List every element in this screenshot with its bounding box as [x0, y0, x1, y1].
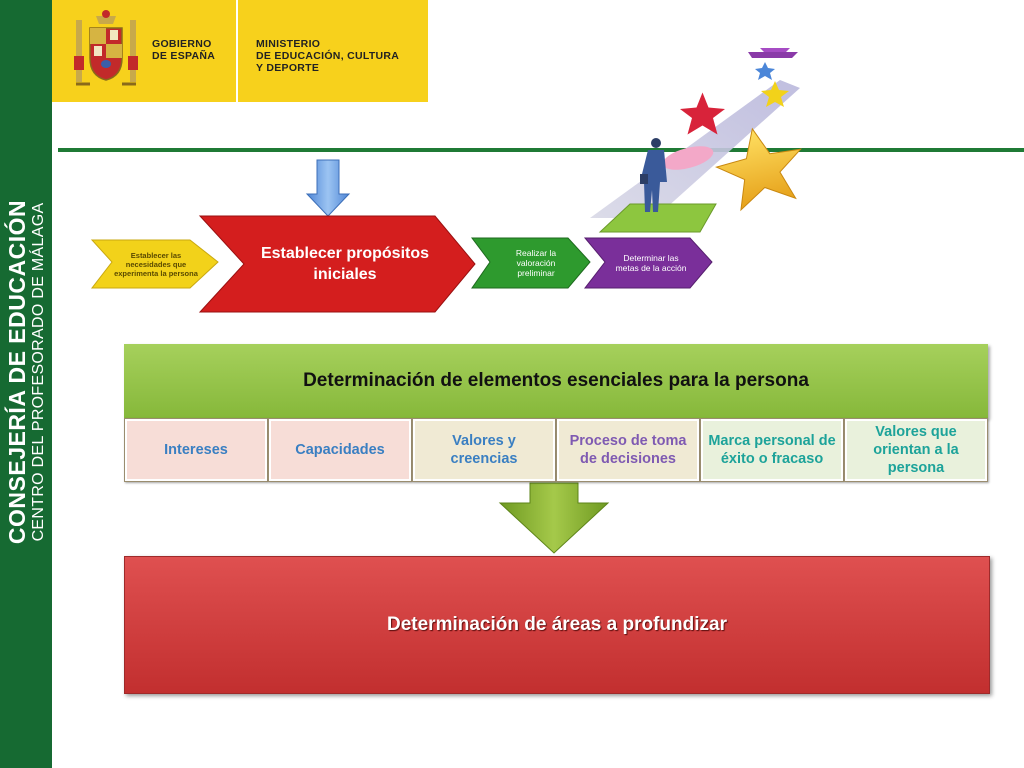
- step-chevron: [583, 237, 713, 289]
- coat-of-arms-icon: [74, 10, 138, 86]
- header-divider: [58, 148, 1024, 152]
- down-arrow-icon: [305, 159, 351, 217]
- element-cell: Valores y creencias: [412, 418, 556, 482]
- star-icon: [761, 81, 789, 107]
- down-arrow-icon: [498, 482, 610, 554]
- result-box: Determinación de áreas a profundizar: [124, 556, 990, 694]
- star-icon: [755, 62, 775, 80]
- tile-icon: [662, 146, 714, 170]
- star-icon: [715, 127, 802, 212]
- step-label-1: Establecer las necesidades que experimen…: [114, 250, 198, 278]
- essential-elements-header: Determinación de elementos esenciales pa…: [124, 344, 988, 418]
- banner-separator: [236, 0, 238, 102]
- step-chevron: [90, 239, 219, 289]
- element-cell: Valores que orientan a la persona: [844, 418, 988, 482]
- person-icon: [640, 138, 667, 212]
- element-cell: Marca personal de éxito o fracaso: [700, 418, 844, 482]
- gov-line-2: DE ESPAÑA: [152, 50, 216, 62]
- sidebar: CONSEJERÍA DE EDUCACIÓN CENTRO DEL PROFE…: [0, 0, 52, 768]
- step-label-4: Determinar las metas de la acción: [615, 253, 687, 273]
- tile-icon: [598, 203, 717, 233]
- tile-icon: [748, 52, 798, 58]
- ministry-line-2: DE EDUCACIÓN, CULTURA: [256, 50, 400, 62]
- essential-elements-row: Intereses Capacidades Valores y creencia…: [124, 418, 988, 482]
- ministry-line-1: MINISTERIO: [256, 38, 321, 50]
- step-chevron: [198, 215, 476, 313]
- gov-line-1: GOBIERNO: [152, 38, 212, 50]
- element-cell: Intereses: [124, 418, 268, 482]
- element-cell: Proceso de toma de decisiones: [556, 418, 700, 482]
- element-cell: Capacidades: [268, 418, 412, 482]
- step-label-2: Establecer propósitos iniciales: [260, 245, 430, 283]
- government-banner: GOBIERNO DE ESPAÑA MINISTERIO DE EDUCACI…: [52, 0, 428, 102]
- step-chevron: [471, 237, 591, 289]
- tile-icon: [760, 48, 790, 52]
- ministry-label: MINISTERIO DE EDUCACIÓN, CULTURA Y DEPOR…: [256, 38, 399, 74]
- step-label-3: Realizar la valoración preliminar: [515, 248, 557, 278]
- gov-label: GOBIERNO DE ESPAÑA: [152, 38, 215, 62]
- ministry-line-3: Y DEPORTE: [256, 62, 320, 74]
- star-icon: [680, 92, 725, 135]
